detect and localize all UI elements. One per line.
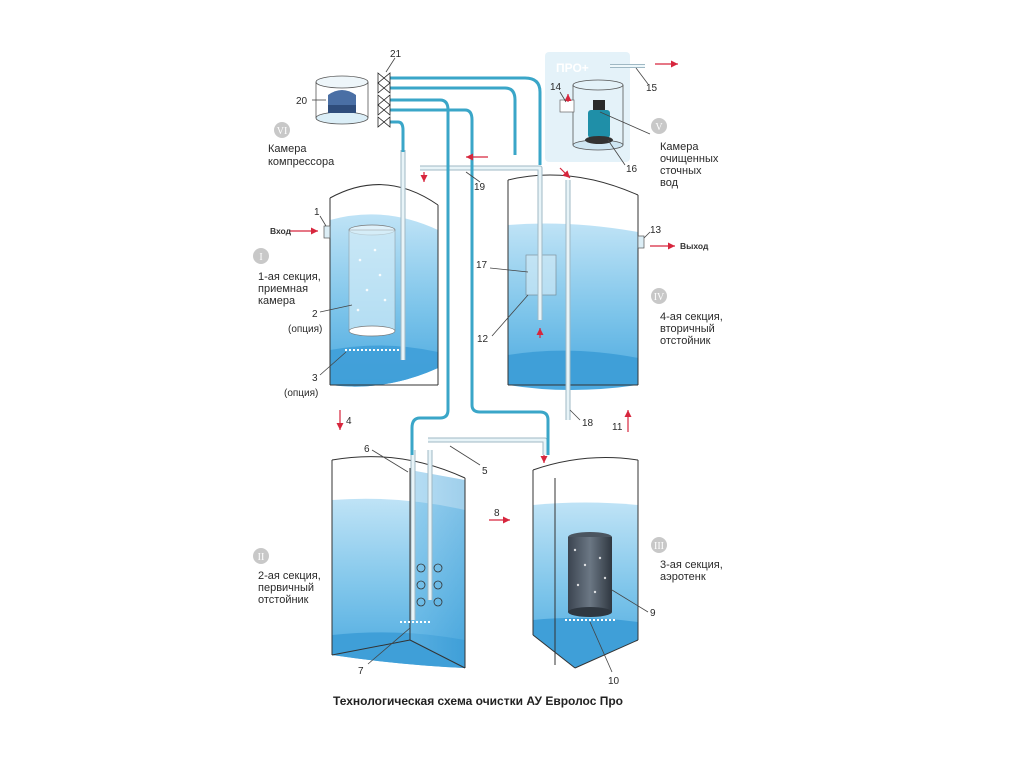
badge-iii-text: III xyxy=(654,541,664,552)
callout-14: 14 xyxy=(550,82,562,93)
callout-20: 20 xyxy=(296,96,308,107)
section-labels: Камера компрессора 1-ая секция, приемная… xyxy=(258,141,723,606)
label-ii-l3: отстойник xyxy=(258,594,309,606)
badge-ii-text: II xyxy=(258,552,265,563)
tank-section-1 xyxy=(323,184,439,387)
label-iii-l1: 3-ая секция, xyxy=(660,559,723,571)
label-iv-l3: отстойник xyxy=(660,335,711,347)
tank-section-3 xyxy=(532,457,639,669)
badge-v xyxy=(651,118,667,134)
label-v-l2: очищенных xyxy=(660,153,719,165)
pro-plus-label: ПРО+ xyxy=(556,61,589,75)
callout-1: 1 xyxy=(314,207,320,218)
label-i-l2: приемная xyxy=(258,283,308,295)
callout-2-option: (опция) xyxy=(288,324,322,335)
callout-2: 2 xyxy=(312,309,318,320)
flow-arrows xyxy=(290,60,678,524)
leader-lines xyxy=(312,57,651,673)
outlet-label: Выход xyxy=(680,241,709,251)
callout-12: 12 xyxy=(477,334,489,345)
callout-15: 15 xyxy=(646,83,658,94)
section-badges: VI I II III IV V ПРО+ xyxy=(253,61,667,564)
callout-7: 7 xyxy=(358,666,364,677)
badge-i-text: I xyxy=(259,252,262,263)
callout-18: 18 xyxy=(582,418,594,429)
label-ii-l2: первичный xyxy=(258,582,314,594)
callout-10: 10 xyxy=(608,676,620,687)
label-iv-l1: 4-ая секция, xyxy=(660,311,723,323)
callout-19: 19 xyxy=(474,182,486,193)
tank-section-4 xyxy=(507,174,645,390)
label-vi-l2: компрессора xyxy=(268,156,335,168)
callout-9: 9 xyxy=(650,608,656,619)
badge-iv-text: IV xyxy=(654,292,665,303)
callout-3-option: (опция) xyxy=(284,388,318,399)
callout-3: 3 xyxy=(312,373,318,384)
air-pipelines xyxy=(377,72,571,620)
label-i-l3: камера xyxy=(258,295,296,307)
label-vi-l1: Камера xyxy=(268,143,307,155)
badge-vi xyxy=(274,122,290,138)
callout-16: 16 xyxy=(626,164,638,175)
badge-ii xyxy=(253,548,269,564)
badge-i xyxy=(253,248,269,264)
badge-iii xyxy=(651,537,667,553)
callout-8: 8 xyxy=(494,508,500,519)
badge-iv xyxy=(651,288,667,304)
callout-13: 13 xyxy=(650,225,662,236)
callout-21: 21 xyxy=(390,49,402,60)
label-i-l1: 1-ая секция, xyxy=(258,271,321,283)
tank-section-2 xyxy=(331,456,466,669)
callout-17: 17 xyxy=(476,260,488,271)
label-ii-l1: 2-ая секция, xyxy=(258,570,321,582)
label-iv-l2: вторичный xyxy=(660,323,715,335)
badge-v-text: V xyxy=(655,122,663,133)
callout-numbers: 1 2 (опция) 3 (опция) 4 5 6 7 8 9 10 11 … xyxy=(284,49,662,687)
label-iii-l2: аэротенк xyxy=(660,571,706,583)
badge-vi-text: VI xyxy=(277,126,288,137)
compressor-chamber xyxy=(315,75,369,125)
inlet-label: Вход xyxy=(270,226,292,236)
label-v-l4: вод xyxy=(660,177,679,189)
label-v-l3: сточных xyxy=(660,165,702,177)
callout-11: 11 xyxy=(612,422,623,433)
callout-5: 5 xyxy=(482,466,488,477)
callout-6: 6 xyxy=(364,444,370,455)
label-v-l1: Камера xyxy=(660,141,699,153)
callout-4: 4 xyxy=(346,416,352,427)
diagram-caption: Технологическая схема очистки АУ Евролос… xyxy=(333,694,623,708)
